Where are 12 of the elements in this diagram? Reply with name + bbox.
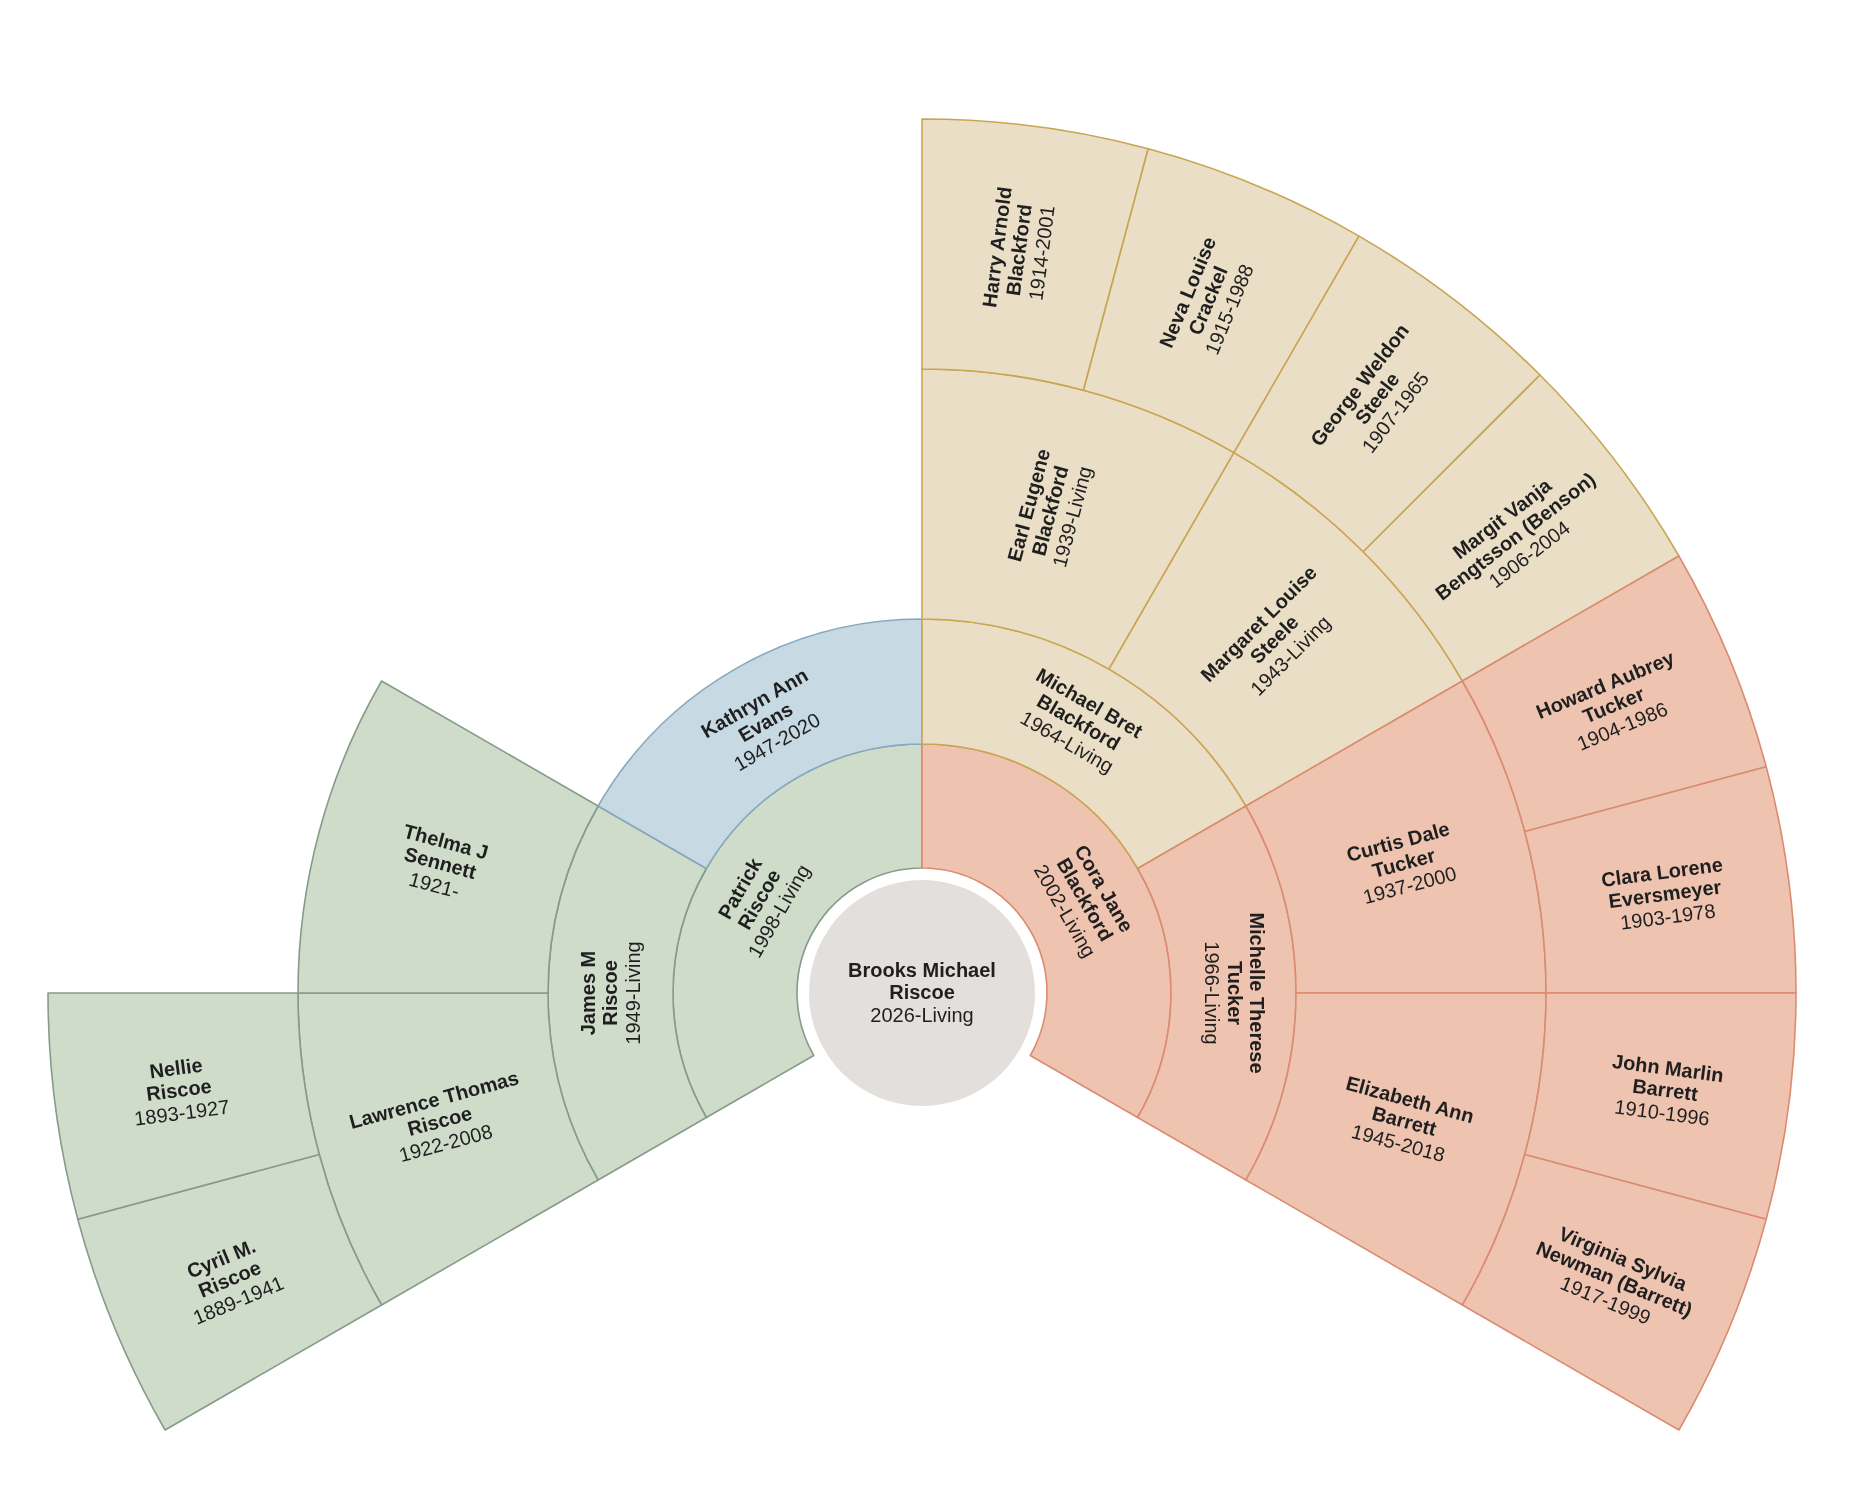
life-dates: 2026-Living (869, 1003, 975, 1028)
fan-segment (1135, 804, 1298, 1182)
life-dates: 1949-Living (621, 940, 645, 1047)
fan-segment (1522, 764, 1798, 995)
fan-segment (75, 1152, 384, 1432)
person-name: James M Riscoe (576, 949, 622, 1038)
fan-segment (1460, 1152, 1769, 1432)
person-name: Michelle Therese Tucker (1222, 911, 1268, 1076)
fan-segment (46, 990, 322, 1222)
life-dates: 1966-Living (1199, 940, 1223, 1047)
fan-segment (546, 804, 709, 1182)
person-name: Brooks Michael Riscoe (847, 958, 997, 1004)
